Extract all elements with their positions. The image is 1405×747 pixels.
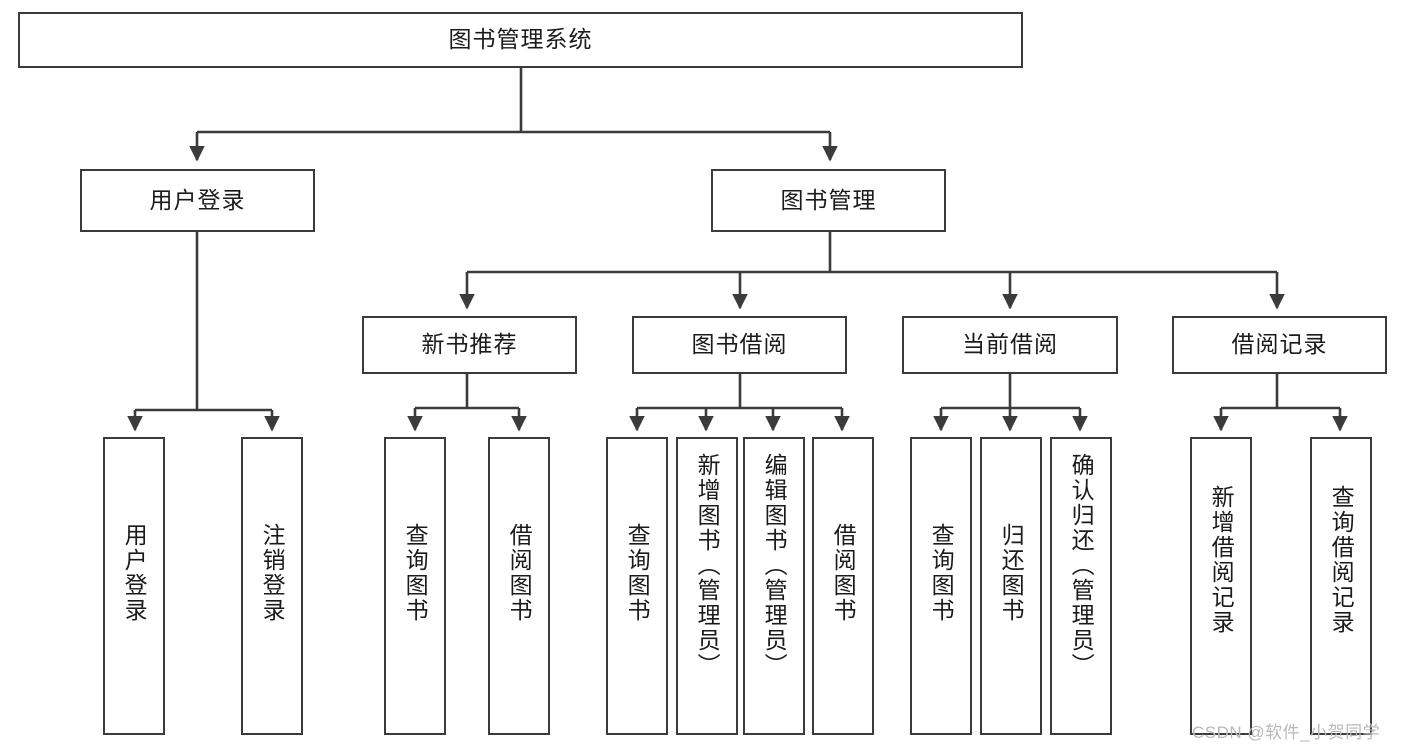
node-label: 图书借阅 xyxy=(691,331,788,358)
node-label: 新书推荐 xyxy=(421,331,518,358)
node-label: 用户登录 xyxy=(149,186,246,213)
node-borrow-record[interactable]: 借阅记录 xyxy=(1172,316,1387,374)
node-label: 查询图书 xyxy=(928,523,955,623)
leaf-record-add-record[interactable]: 新增借阅记录 xyxy=(1190,437,1252,735)
node-label: 查询图书 xyxy=(402,523,429,623)
watermark-text: CSDN @软件_小贺同学 xyxy=(1192,723,1381,742)
node-label: 图书管理系统 xyxy=(448,26,593,53)
leaf-borrow-borrow-book[interactable]: 借阅图书 xyxy=(812,437,874,735)
leaf-user-login-logout[interactable]: 注销登录 xyxy=(241,437,303,735)
node-label: 借阅记录 xyxy=(1231,331,1328,358)
node-label: 新增图书（管理员） xyxy=(694,453,721,678)
node-label: 借阅图书 xyxy=(506,523,533,623)
node-label: 归还图书 xyxy=(998,523,1025,623)
node-label: 编辑图书（管理员） xyxy=(761,453,788,678)
leaf-new-book-borrow[interactable]: 借阅图书 xyxy=(488,437,550,735)
node-label: 当前借阅 xyxy=(962,331,1058,358)
node-label: 查询图书 xyxy=(624,523,651,623)
node-label: 新增借阅记录 xyxy=(1208,485,1235,635)
node-label: 用户登录 xyxy=(121,523,148,623)
leaf-borrow-add-book-admin[interactable]: 新增图书（管理员） xyxy=(676,437,738,735)
leaf-borrow-query-book[interactable]: 查询图书 xyxy=(606,437,668,735)
leaf-record-query-record[interactable]: 查询借阅记录 xyxy=(1310,437,1372,735)
leaf-current-query-book[interactable]: 查询图书 xyxy=(910,437,972,735)
node-label: 查询借阅记录 xyxy=(1328,485,1355,635)
leaf-current-confirm-return-admin[interactable]: 确认归还（管理员） xyxy=(1050,437,1112,735)
node-label: 注销登录 xyxy=(259,523,286,623)
node-new-book-recommend[interactable]: 新书推荐 xyxy=(362,316,577,374)
leaf-user-login-login[interactable]: 用户登录 xyxy=(103,437,165,735)
node-label: 图书管理 xyxy=(780,186,877,213)
node-book-borrow[interactable]: 图书借阅 xyxy=(632,316,847,374)
leaf-new-book-query[interactable]: 查询图书 xyxy=(384,437,446,735)
node-label: 借阅图书 xyxy=(830,523,857,623)
node-user-login[interactable]: 用户登录 xyxy=(80,169,315,232)
node-label: 确认归还（管理员） xyxy=(1068,453,1095,678)
node-root-system[interactable]: 图书管理系统 xyxy=(18,12,1023,68)
node-current-borrow[interactable]: 当前借阅 xyxy=(902,316,1118,374)
node-book-management[interactable]: 图书管理 xyxy=(711,169,946,232)
leaf-borrow-edit-book-admin[interactable]: 编辑图书（管理员） xyxy=(743,437,805,735)
leaf-current-return-book[interactable]: 归还图书 xyxy=(980,437,1042,735)
